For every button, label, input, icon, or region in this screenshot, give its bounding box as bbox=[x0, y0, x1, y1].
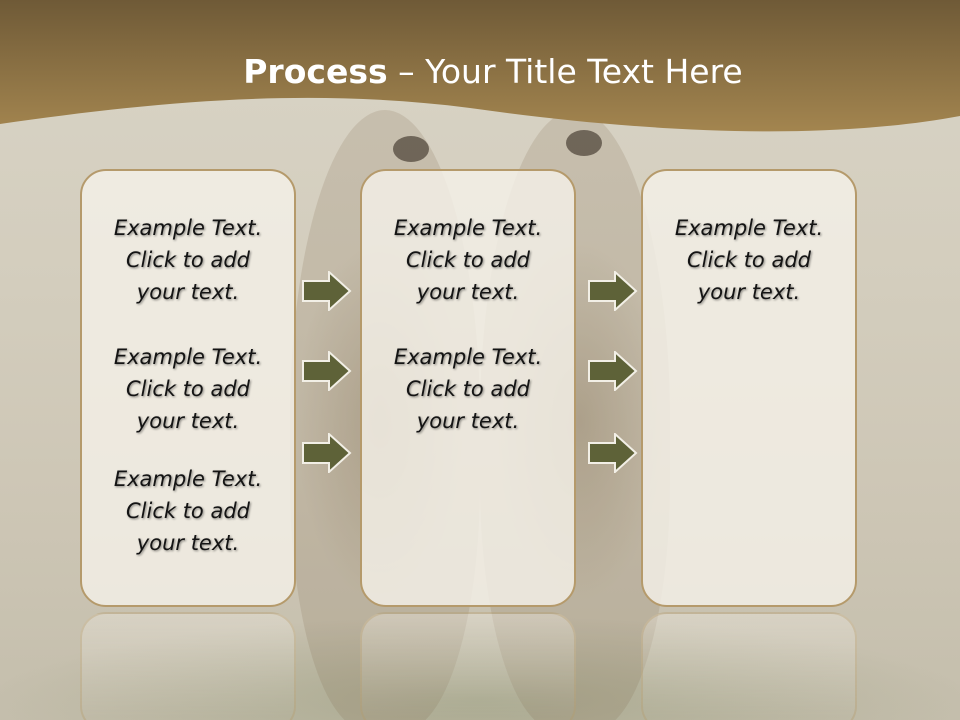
text-block[interactable]: Example Text. Click to add your text. bbox=[82, 212, 294, 308]
animal-eye-left bbox=[393, 136, 429, 162]
right-arrow-icon bbox=[302, 351, 352, 391]
right-arrow-icon bbox=[302, 271, 352, 311]
text-line: Click to add bbox=[686, 248, 811, 272]
text-line: Example Text. bbox=[113, 467, 263, 491]
text-line: your text. bbox=[416, 280, 520, 304]
right-arrow-icon bbox=[588, 271, 638, 311]
text-line: your text. bbox=[416, 409, 520, 433]
text-line: Click to add bbox=[405, 377, 530, 401]
text-line: Click to add bbox=[125, 499, 250, 523]
slide-title[interactable]: Process – Your Title Text Here bbox=[0, 52, 960, 91]
right-arrow-icon bbox=[302, 433, 352, 473]
process-step-panel-1[interactable]: Example Text. Click to add your text. Ex… bbox=[80, 169, 296, 607]
text-line: your text. bbox=[136, 531, 240, 555]
text-line: Example Text. bbox=[393, 345, 543, 369]
text-block[interactable]: Example Text. Click to add your text. bbox=[82, 463, 294, 559]
text-line: Example Text. bbox=[113, 345, 263, 369]
process-step-panel-3[interactable]: Example Text. Click to add your text. bbox=[641, 169, 857, 607]
panel-reflection-1 bbox=[80, 612, 296, 720]
text-line: Click to add bbox=[125, 377, 250, 401]
text-line: your text. bbox=[697, 280, 801, 304]
title-banner bbox=[0, 0, 960, 132]
text-line: Click to add bbox=[125, 248, 250, 272]
text-block[interactable]: Example Text. Click to add your text. bbox=[82, 341, 294, 437]
title-rest-part: – Your Title Text Here bbox=[387, 52, 743, 91]
text-line: Example Text. bbox=[113, 216, 263, 240]
text-block[interactable]: Example Text. Click to add your text. bbox=[362, 341, 574, 437]
text-line: your text. bbox=[136, 409, 240, 433]
panel-reflection-3 bbox=[641, 612, 857, 720]
process-step-panel-2[interactable]: Example Text. Click to add your text. Ex… bbox=[360, 169, 576, 607]
text-block[interactable]: Example Text. Click to add your text. bbox=[643, 212, 855, 308]
panel-reflection-2 bbox=[360, 612, 576, 720]
text-block[interactable]: Example Text. Click to add your text. bbox=[362, 212, 574, 308]
text-line: your text. bbox=[136, 280, 240, 304]
text-line: Example Text. bbox=[674, 216, 824, 240]
right-arrow-icon bbox=[588, 351, 638, 391]
right-arrow-icon bbox=[588, 433, 638, 473]
title-bold-part: Process bbox=[243, 52, 388, 91]
animal-eye-right bbox=[566, 130, 602, 156]
text-line: Example Text. bbox=[393, 216, 543, 240]
text-line: Click to add bbox=[405, 248, 530, 272]
